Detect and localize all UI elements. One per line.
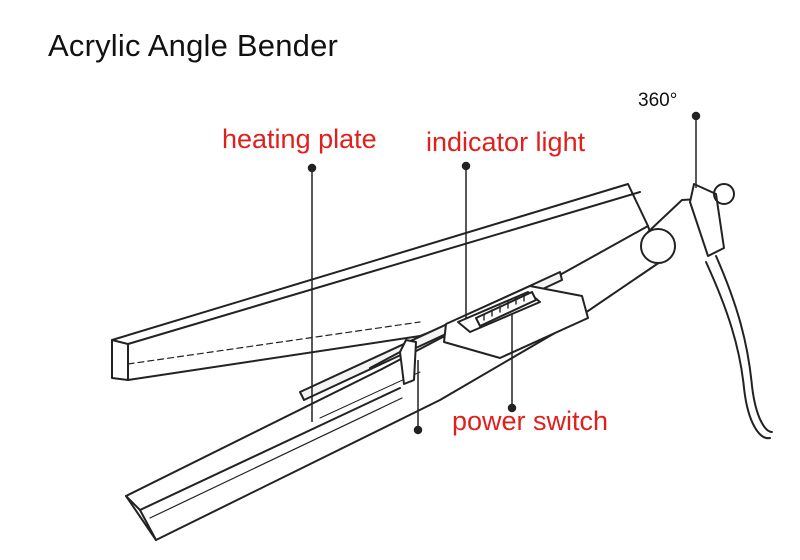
power-switch [369, 339, 417, 385]
label-power-switch: power switch [452, 406, 609, 436]
label-rotation: 360° [638, 90, 678, 111]
leader-dot-clip [413, 425, 423, 435]
swivel-cord [689, 183, 773, 440]
label-heating-plate: heating plate [222, 124, 377, 154]
label-indicator-light: indicator light [426, 127, 586, 157]
leader-dot-power [507, 403, 517, 413]
leader-dot-indicator [461, 161, 471, 171]
indicator-light [475, 291, 537, 327]
leader-dot-rotation [691, 111, 701, 121]
leader-dot-heating [307, 163, 317, 173]
diagram-title: Acrylic Angle Bender [48, 28, 339, 63]
